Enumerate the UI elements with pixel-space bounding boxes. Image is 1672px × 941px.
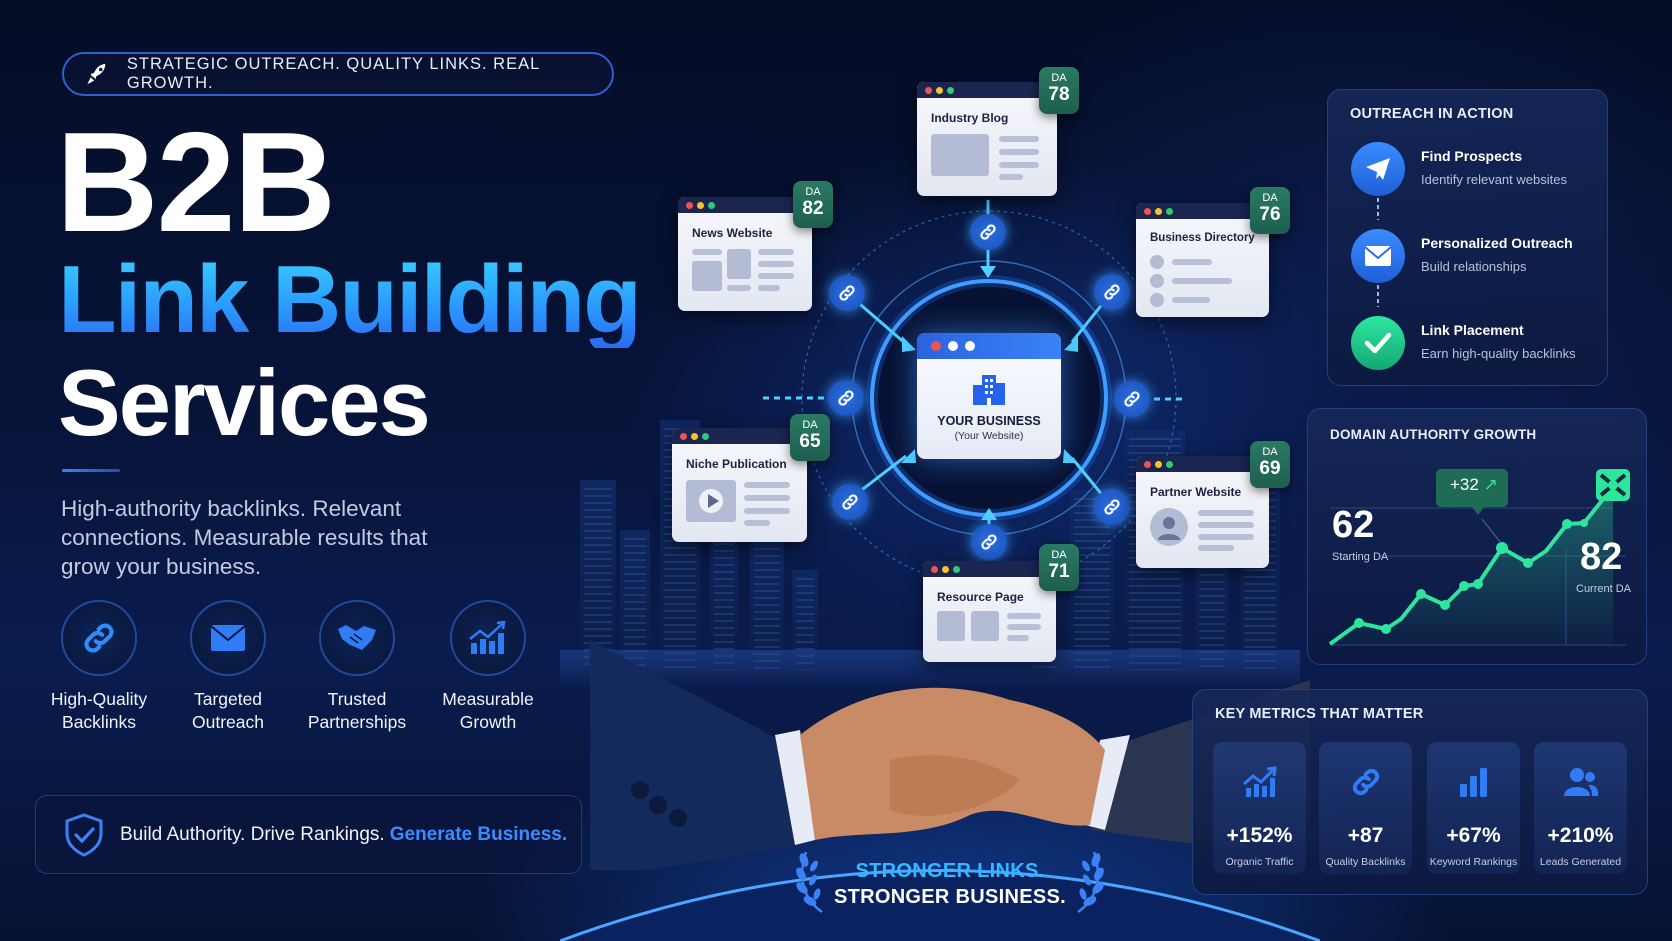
- slogan: STRONGER LINKS. STRONGER BUSINESS.: [833, 860, 1067, 908]
- growth-chart-icon: [469, 621, 506, 654]
- shield-check-icon: [65, 812, 103, 857]
- bar-chart-icon: [1459, 768, 1487, 797]
- metrics-title: KEY METRICS THAT MATTER: [1215, 706, 1424, 722]
- tagline-text: STRATEGIC OUTREACH. QUALITY LINKS. REAL …: [126, 55, 540, 92]
- site-card-partner-website: Partner Website: [1136, 456, 1269, 568]
- laurel-left-icon: [796, 851, 823, 914]
- value-banner: Build Authority. Drive Rankings. Generat…: [35, 795, 582, 874]
- link-icon: [1352, 768, 1379, 796]
- avatar-placeholder: [1150, 508, 1188, 546]
- site-card-industry-blog: Industry Blog: [917, 82, 1057, 196]
- divider: [62, 469, 120, 472]
- globe-horizon: [560, 869, 1320, 941]
- link-icon: [84, 623, 114, 653]
- metric-keyword-rankings: +67%Keyword Rankings: [1427, 742, 1520, 874]
- site-card-niche-publication: Niche Publication: [672, 428, 807, 542]
- paper-plane-icon: [1366, 158, 1390, 180]
- site-card-resource-page: Resource Page: [923, 561, 1056, 662]
- headline-services: Services: [58, 350, 431, 455]
- rocket-icon: [87, 63, 107, 85]
- target-badge-icon: [1596, 469, 1630, 501]
- link-icon: [1104, 284, 1120, 300]
- metric-organic-traffic: +152%Organic Traffic: [1213, 742, 1306, 874]
- start-da-value: 62: [1332, 504, 1375, 546]
- link-icon: [1104, 499, 1120, 515]
- users-icon: [1563, 768, 1598, 796]
- current-da-value: 82: [1580, 536, 1623, 578]
- link-icon: [842, 494, 858, 510]
- link-node-left: [828, 380, 864, 416]
- link-node-lower-right: [1094, 489, 1130, 525]
- envelope-icon: [210, 625, 246, 651]
- link-icon: [838, 390, 854, 406]
- play-icon: [699, 489, 723, 513]
- current-da-label: Current DA: [1576, 583, 1632, 595]
- trend-up-icon: [1242, 766, 1277, 797]
- link-node-bottom: [971, 524, 1007, 560]
- tagline-pill: STRATEGIC OUTREACH. QUALITY LINKS. REAL …: [62, 52, 614, 96]
- site-card-news-website: News Website: [678, 197, 812, 311]
- link-icon: [1124, 391, 1140, 407]
- link-icon: [980, 224, 996, 240]
- link-node-upper-left: [829, 275, 865, 311]
- banner-text: Build Authority. Drive Rankings.: [120, 823, 385, 845]
- link-node-lower-left: [832, 484, 868, 520]
- banner-highlight: Generate Business.: [389, 823, 568, 845]
- video-placeholder: [686, 480, 736, 522]
- da-growth-title: DOMAIN AUTHORITY GROWTH: [1330, 427, 1537, 442]
- link-icon: [839, 285, 855, 301]
- center-subtitle: (Your Website): [954, 430, 1024, 442]
- user-icon: [1158, 517, 1180, 540]
- da-delta-label: +32 ↗: [1450, 475, 1498, 494]
- da-growth-panel: DOMAIN AUTHORITY GROWTH +32 ↗ 62 Startin…: [1307, 408, 1647, 665]
- image-placeholder: [931, 134, 989, 176]
- metric-leads-generated: +210%Leads Generated: [1534, 742, 1627, 874]
- link-node-top: [970, 214, 1006, 250]
- envelope-icon: [1364, 246, 1392, 266]
- headline-b2b: B2B: [56, 103, 336, 262]
- key-metrics-panel: KEY METRICS THAT MATTER +152%Organic Tra…: [1192, 689, 1648, 895]
- building-icon: [973, 375, 1005, 405]
- center-title: YOUR BUSINESS: [937, 414, 1041, 428]
- link-node-upper-right: [1094, 274, 1130, 310]
- link-node-right: [1114, 381, 1150, 417]
- laurel-right-icon: [1077, 851, 1104, 914]
- headline-link-building: Link Building: [58, 246, 642, 353]
- outreach-title: OUTREACH IN ACTION: [1350, 106, 1514, 122]
- check-icon: [1364, 332, 1392, 354]
- your-business-card: YOUR BUSINESS (Your Website): [917, 333, 1061, 459]
- handshake-icon: [338, 625, 376, 650]
- description: High-authority backlinks. Relevant conne…: [61, 496, 428, 579]
- link-icon: [981, 534, 997, 550]
- site-card-business-directory: Business Directory: [1136, 203, 1269, 317]
- start-da-label: Starting DA: [1332, 551, 1389, 563]
- da-growth-line-chart: [1328, 469, 1630, 646]
